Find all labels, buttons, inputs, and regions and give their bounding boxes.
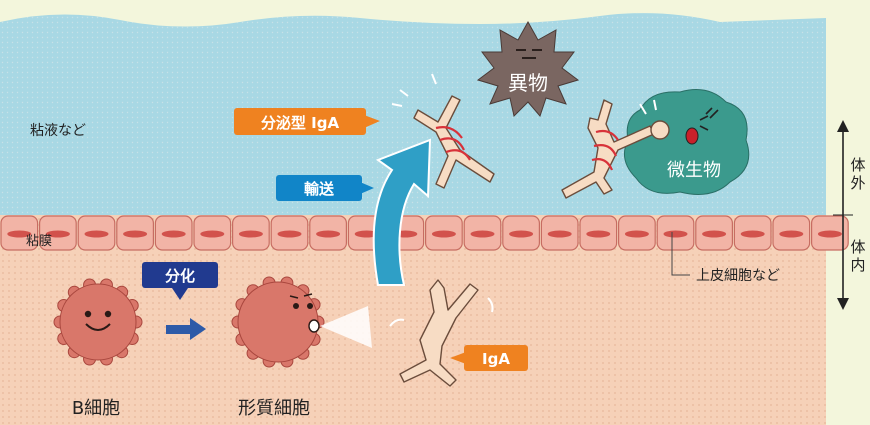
microbe-body [623,89,750,195]
epithelium-leader-line [671,232,690,276]
epithelium-nucleus [586,230,611,238]
differentiation-label: 分化 [165,267,195,285]
mucus-label: 粘液など [30,123,86,139]
foreign-label: 異物 [508,71,548,95]
iga-label: IgA [482,350,510,368]
b-cell-label: B細胞 [72,398,120,419]
inside-label-2: 内 [850,256,865,274]
plasma-cell-label: 形質細胞 [238,398,310,419]
epithelium-nucleus [624,230,649,238]
iga-motion-marks [389,297,494,327]
epithelium-nucleus [200,230,225,238]
epithelium-nucleus [509,230,534,238]
epithelium-nucleus [547,230,572,238]
inside-label-1: 体 [850,238,865,256]
foreign-body [476,20,580,117]
outside-label-2: 外 [850,174,865,192]
epithelium-nucleus [45,230,70,238]
epithelium-nucleus [277,230,302,238]
plasma-cell [231,276,325,368]
epithelium-nucleus [238,230,263,238]
iga-antibody [399,279,479,387]
iga-j-chain [435,126,471,161]
attacking-antibody [561,99,670,199]
transport-label: 輸送 [304,180,335,198]
transport-tag [276,175,374,201]
epithelium-nucleus [7,230,32,238]
epithelium-nucleus [431,230,456,238]
differentiation-arrow [166,318,206,340]
epithelium-nucleus [84,230,109,238]
epithelium-nucleus [702,230,727,238]
microbe-label: 微生物 [667,160,721,181]
b-cell-face [84,310,112,331]
microbe-face [685,107,719,145]
cell-body [237,281,319,363]
epithelium-nucleus [316,230,341,238]
epithelium-label: 上皮細胞など [696,268,780,284]
cell-body [59,283,137,361]
epithelium-layer [0,215,849,251]
epithelium-nucleus [663,230,688,238]
epithelium-nucleus [470,230,495,238]
epithelium-nucleus [354,230,379,238]
b-cell [53,278,143,366]
foreign-face [516,49,542,59]
spray-jet [320,306,372,348]
mucosa-label: 粘膜 [26,234,52,249]
motion-marks [391,73,437,107]
secretory-iga-tag [234,108,380,135]
inside-outside-arrow [833,120,853,310]
epithelium-nucleus [123,230,148,238]
epithelium-nucleus [817,230,842,238]
attacking-antibody-bands [591,129,619,171]
iga-tag [450,345,528,371]
impact-marks [639,99,657,115]
differentiation-tag [142,262,218,300]
transport-arrow [372,138,432,286]
secretory-iga-label: 分泌型 IgA [261,114,340,132]
outside-label-1: 体 [850,156,865,174]
epithelium-nucleus [740,230,765,238]
plasma-cell-face [289,293,320,333]
epithelium-nucleus [161,230,186,238]
epithelium-nucleus [779,230,804,238]
